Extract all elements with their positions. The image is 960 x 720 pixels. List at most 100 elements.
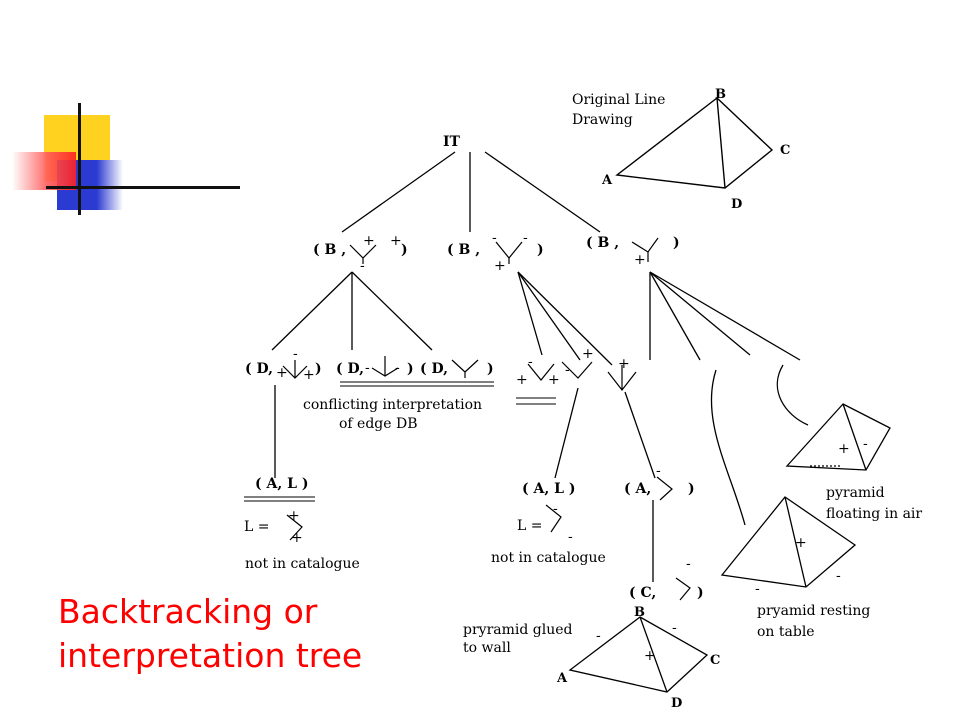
node-b2-close: ) [537, 242, 544, 258]
edge-b3-to-child3 [649, 271, 751, 356]
tree-root-label: IT [443, 134, 461, 150]
glued-outline [568, 616, 709, 693]
conflict-text-line1: conflicting interpretation [303, 397, 482, 413]
junction-fork-b2 [495, 241, 523, 264]
original-vertex-c: C [780, 143, 790, 158]
sign-plus: + [494, 258, 506, 274]
junction-d2 [371, 356, 399, 377]
sign-minus: - [395, 360, 400, 376]
sign-minus: - [672, 620, 677, 636]
resting-edge [784, 496, 807, 588]
slide-caption: Backtracking or interpretation tree [58, 590, 478, 678]
sign-plus: + [644, 648, 656, 664]
edge-sign-labels: + + - - - + + - + + - - - + + + - + + + … [276, 230, 868, 664]
floating-edge [842, 403, 867, 471]
sign-plus: + [390, 233, 402, 249]
edge-b1-to-d3 [351, 271, 433, 351]
deco-horizontal-line [46, 186, 240, 189]
node-d3-close: ) [487, 361, 494, 377]
original-vertex-d: D [731, 197, 742, 212]
glued-edge [639, 616, 668, 693]
junction-d1 [282, 360, 308, 379]
glued-vertex-a: A [556, 671, 568, 686]
underline-marks [244, 381, 556, 502]
sign-plus: + [548, 372, 560, 388]
sign-minus: - [553, 501, 558, 517]
floating-label-line2: floating in air [826, 506, 922, 522]
original-drawing [615, 97, 774, 189]
sign-plus: + [303, 367, 315, 383]
sign-plus: + [288, 508, 300, 524]
edge-curve-resting [710, 369, 746, 526]
node-d3-open: ( D, [420, 361, 448, 377]
sign-minus: - [360, 258, 365, 274]
not-in-catalogue-mid: not in catalogue [491, 550, 606, 566]
junction-c [675, 577, 691, 601]
edge-j3-to-a [624, 391, 656, 479]
glued-pyramid [568, 616, 709, 693]
edge-root-to-b3 [484, 151, 601, 233]
deco-square-red [12, 152, 76, 190]
junction-j1 [527, 363, 555, 381]
glued-vertex-b: B [634, 605, 645, 620]
junction-l-mid [545, 504, 562, 533]
node-al-left: ( A, L ) [255, 476, 308, 492]
edge-b3-to-child2 [649, 271, 701, 361]
sign-minus: - [656, 463, 661, 479]
node-al-mid: ( A, L ) [522, 481, 575, 497]
node-a-open: ( A, [624, 481, 651, 497]
node-d1-close: ) [315, 361, 322, 377]
junction-glyphs [282, 237, 691, 601]
node-b1-open: ( B , [313, 242, 346, 258]
resting-label-line2: on table [757, 624, 815, 640]
sign-plus: + [363, 233, 375, 249]
resting-pyramid [720, 496, 857, 588]
edge-b2-to-j1 [517, 271, 543, 356]
sign-minus: - [365, 360, 370, 376]
edge-b2-to-j3 [517, 271, 613, 366]
edge-curve-floating [776, 364, 809, 426]
junction-a [656, 476, 673, 501]
sign-minus: - [755, 581, 760, 597]
floating-label-line1: pyramid [826, 485, 885, 501]
node-d2-close: ) [407, 361, 414, 377]
node-d2-open: ( D, [336, 361, 364, 377]
sign-plus: + [795, 535, 807, 551]
original-vertex-b: B [715, 87, 726, 102]
sign-minus: - [568, 529, 573, 545]
node-b3-open: ( B , [586, 235, 619, 251]
deco-vertical-line [78, 103, 81, 215]
sign-minus: - [836, 568, 841, 584]
floating-outline [785, 403, 891, 471]
sign-plus: + [291, 530, 303, 546]
conflict-text-line2: of edge DB [339, 416, 418, 432]
node-d1-open: ( D, [245, 361, 273, 377]
junction-j3 [607, 365, 637, 391]
sign-plus: + [516, 372, 528, 388]
junction-j2 [561, 361, 593, 379]
sign-minus: - [686, 556, 691, 572]
sign-plus: + [634, 252, 646, 268]
original-vertex-a: A [601, 173, 613, 188]
junction-arrow-b1 [349, 244, 377, 264]
sign-minus: - [293, 346, 298, 362]
node-a-close: ) [688, 481, 695, 497]
caption-line-2: interpretation tree [58, 636, 363, 675]
sign-plus: + [582, 346, 594, 362]
l-equals-left: L = [244, 519, 269, 535]
resting-label-line1: pryamid resting [757, 603, 870, 619]
l-equals-mid: L = [517, 518, 542, 534]
sign-plus: + [838, 441, 850, 457]
node-c-open: ( C, [629, 585, 656, 601]
sign-minus: - [492, 230, 497, 246]
glued-vertex-d: D [671, 696, 682, 711]
edge-b1-to-d1 [271, 271, 353, 351]
sign-minus: - [528, 354, 533, 370]
sign-plus: + [618, 356, 630, 372]
edge-root-to-b1 [341, 151, 456, 233]
original-edge-bd [716, 97, 726, 189]
node-b1-close: ) [401, 242, 408, 258]
junction-l-left [286, 514, 303, 541]
edge-b2-to-j2 [517, 271, 581, 361]
